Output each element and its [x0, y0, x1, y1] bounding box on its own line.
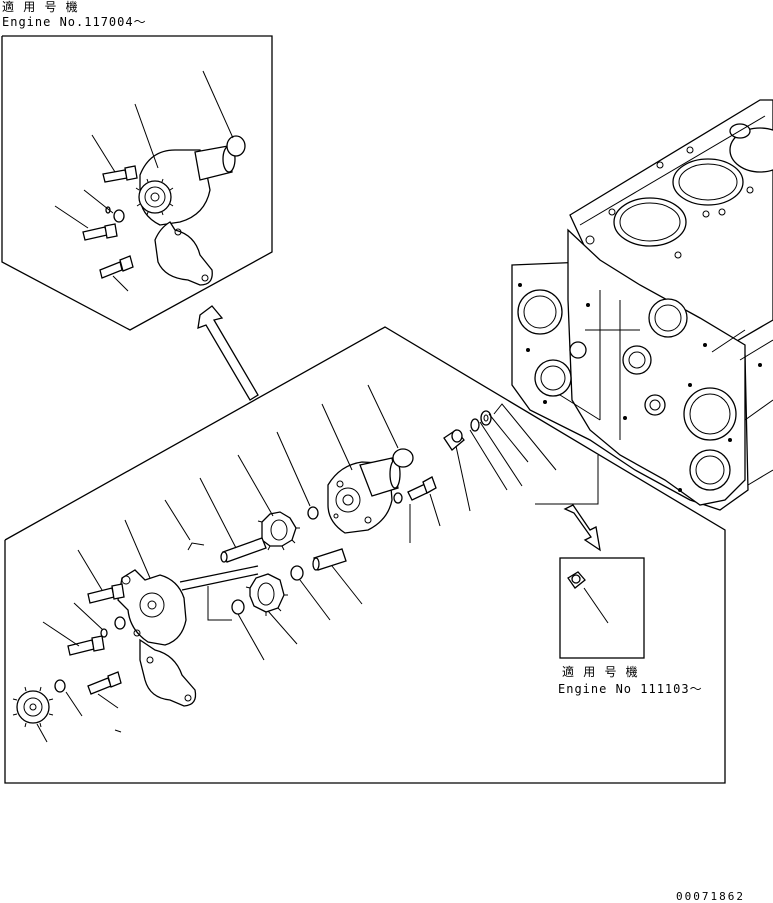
bushing-lower-right [290, 565, 304, 581]
drawing-number: 00071862 [676, 890, 745, 903]
right-inset-frame [559, 557, 645, 659]
right-inset-plug [567, 571, 609, 624]
bushing-lower-left [231, 599, 245, 615]
gear-lower [245, 573, 288, 616]
pin [187, 542, 205, 551]
o-ring [392, 448, 414, 468]
right-engine-number: Engine No 111103～ [558, 682, 703, 696]
drive-gear [12, 679, 66, 728]
main-frame [4, 326, 726, 784]
top-engine-number: Engine No.117004～ [2, 15, 147, 29]
right-applicable-models-title: 適 用 号 機 [562, 665, 639, 679]
bolts-left [67, 583, 126, 695]
top-applicable-models-title: 適 用 号 機 [2, 0, 79, 14]
shaft-upper [220, 537, 267, 563]
plug-and-gasket [443, 410, 492, 451]
main-oil-pump [327, 457, 401, 534]
engine-block [511, 99, 773, 511]
leader-lines [36, 384, 557, 743]
shaft-lower [312, 548, 347, 571]
mounting-bolt-center [393, 476, 437, 504]
arrow-to-right-inset [535, 455, 601, 552]
arrow-to-top-inset [197, 305, 259, 401]
top-inset-frame [1, 35, 273, 331]
top-inset-oil-pump-assembly [54, 70, 246, 292]
drive-shaft [179, 565, 259, 621]
gear-upper [257, 506, 319, 551]
pump-body-left [117, 569, 197, 707]
